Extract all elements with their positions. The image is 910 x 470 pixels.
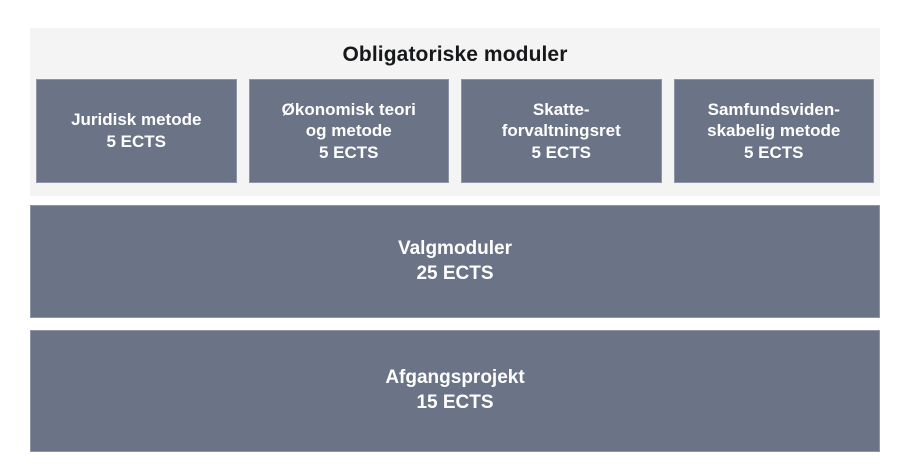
- module-box-juridisk-metode: Juridisk metode 5 ECTS: [36, 79, 237, 184]
- module-ects: 5 ECTS: [743, 143, 804, 163]
- module-name: Skatte- forvaltningsret: [501, 99, 621, 141]
- elective-modules-ects: 25 ECTS: [416, 262, 494, 284]
- elective-modules-name: Valgmoduler: [397, 237, 513, 259]
- module-ects: 5 ECTS: [318, 143, 379, 163]
- final-project-ects: 15 ECTS: [416, 392, 494, 413]
- module-box-samfundsvidenskabelig-metode: Samfundsviden- skabelig metode 5 ECTS: [673, 79, 874, 184]
- final-project-name: Afgangsprojekt: [385, 367, 525, 389]
- module-box-okonomisk-teori-og-metode: Økonomisk teori og metode 5 ECTS: [248, 79, 449, 184]
- mandatory-modules-title: Obligatoriske moduler: [342, 43, 568, 66]
- mandatory-modules-panel: Obligatoriske moduler Juridisk metode 5 …: [30, 28, 880, 196]
- module-name: Økonomisk teori og metode: [281, 99, 416, 141]
- module-ects: 5 ECTS: [106, 132, 167, 152]
- module-ects: 5 ECTS: [531, 143, 592, 163]
- module-name: Samfundsviden- skabelig metode: [707, 99, 841, 141]
- elective-modules-bar: Valgmoduler 25 ECTS: [30, 205, 880, 318]
- final-project-bar: Afgangsprojekt 15 ECTS: [30, 330, 880, 452]
- mandatory-modules-row: Juridisk metode 5 ECTS Økonomisk teori o…: [34, 79, 876, 184]
- module-box-skatteforvaltningsret: Skatte- forvaltningsret 5 ECTS: [461, 79, 662, 184]
- module-name: Juridisk metode: [71, 110, 202, 130]
